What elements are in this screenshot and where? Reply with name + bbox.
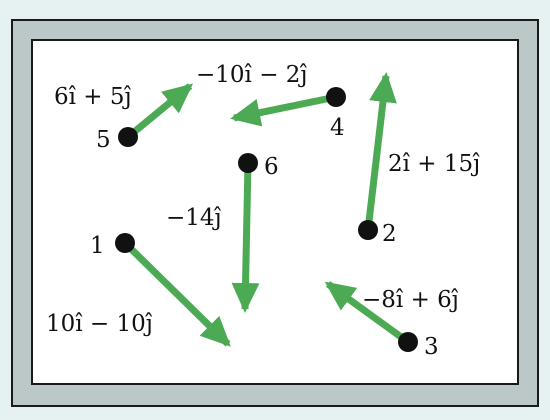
- vector-arrow-4: [230, 93, 337, 127]
- point-1: [115, 233, 135, 253]
- point-2: [358, 220, 378, 240]
- panel: [31, 39, 519, 385]
- vector-label-3: −8î + 6ĵ: [362, 287, 459, 313]
- point-3: [398, 332, 418, 352]
- point-layer: [115, 87, 418, 352]
- point-number-6: 6: [264, 154, 279, 180]
- vector-arrow-1: [122, 240, 231, 347]
- vector-label-2: 2î + 15ĵ: [388, 151, 480, 177]
- vector-label-5: 6î + 5ĵ: [54, 84, 132, 110]
- point-number-1: 1: [90, 233, 105, 259]
- vector-arrow-6: [231, 162, 260, 313]
- point-number-5: 5: [96, 127, 111, 153]
- vector-arrow-2: [364, 72, 397, 231]
- point-5: [118, 127, 138, 147]
- point-number-2: 2: [382, 221, 397, 247]
- vector-label-1: 10î − 10ĵ: [46, 311, 153, 337]
- point-number-4: 4: [330, 115, 345, 141]
- point-number-3: 3: [424, 334, 439, 360]
- point-6: [238, 153, 258, 173]
- vector-arrow-5: [125, 83, 194, 140]
- vector-layer: [122, 72, 411, 347]
- vector-arrow-3: [324, 281, 411, 345]
- label-layer: 1 10î − 10ĵ 2 2î + 15ĵ 3 −8î + 6ĵ 4 −10î − 2ĵ 5 6…: [46, 62, 480, 360]
- vector-label-4: −10î − 2ĵ: [196, 62, 308, 88]
- point-4: [326, 87, 346, 107]
- vector-label-6: −14ĵ: [166, 205, 222, 231]
